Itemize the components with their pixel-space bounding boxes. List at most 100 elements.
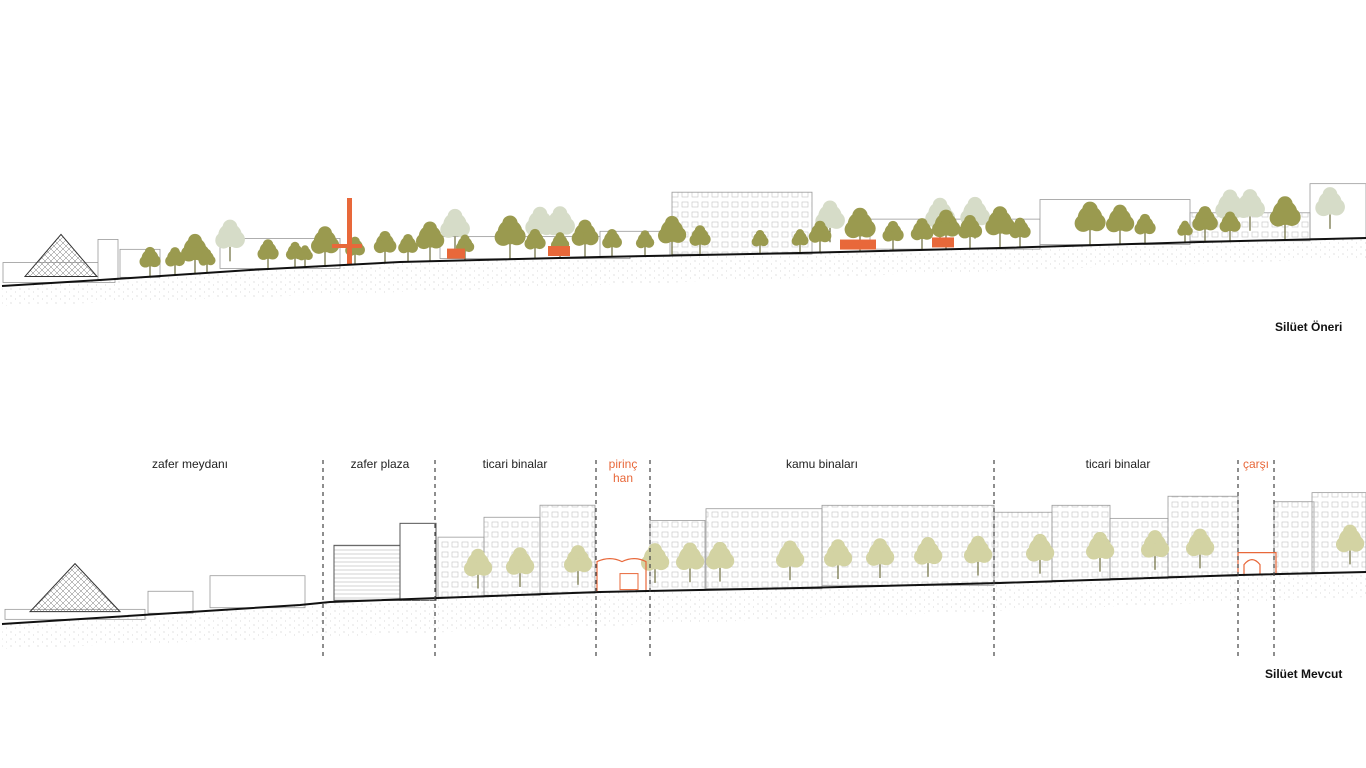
current-tree	[641, 543, 670, 583]
tree-crown	[916, 218, 928, 230]
tree-crown	[831, 539, 845, 554]
tree-crown	[698, 233, 711, 246]
proposal-tree	[398, 233, 418, 262]
current-tree	[1026, 533, 1055, 574]
tree-crown	[926, 547, 943, 565]
current-tree	[964, 535, 993, 576]
tree-crown	[1277, 196, 1293, 212]
tree-crown	[188, 233, 202, 248]
tree-crown	[824, 551, 840, 567]
tree-crown	[836, 550, 853, 567]
proposal-tree	[808, 220, 832, 253]
zone-label: zafer plaza	[350, 457, 410, 471]
current-tree	[776, 540, 805, 581]
tree-crown	[1038, 544, 1055, 561]
tree-crown	[958, 225, 972, 239]
tree-crown	[552, 206, 568, 221]
tree-crown	[297, 251, 306, 261]
building-body	[209, 575, 306, 609]
tree-crown	[828, 211, 845, 229]
current-plaza-tower	[333, 522, 437, 601]
zone-label: ticari binalar	[1085, 457, 1151, 471]
proposal-tree	[1192, 206, 1218, 242]
tree-crown	[857, 219, 876, 238]
tree-crown	[558, 217, 575, 235]
carsi-arches	[1237, 552, 1277, 575]
tree-crown	[939, 209, 953, 224]
tree-crown	[985, 218, 1002, 236]
proposal-background-tree	[440, 208, 470, 251]
current-tree	[676, 542, 705, 583]
tree-crown	[758, 236, 769, 247]
tree-crown	[398, 242, 410, 254]
current-tree	[1336, 524, 1365, 565]
current-tree	[866, 538, 895, 578]
building-body	[97, 239, 119, 280]
tree-crown	[301, 245, 309, 253]
tree-crown	[882, 229, 895, 242]
proposal-accent-tower-arm	[332, 244, 362, 248]
tree-crown	[416, 233, 432, 250]
current-section	[1, 460, 1366, 660]
tree-crown	[1153, 540, 1170, 558]
tree-crown	[494, 228, 512, 246]
tree-crown	[1269, 209, 1287, 227]
tree-crown	[215, 232, 232, 249]
tree-crown	[688, 553, 705, 570]
tree-crown	[852, 207, 868, 224]
tree-crown	[513, 547, 527, 562]
tree-crown	[524, 237, 537, 250]
tree-crown	[181, 245, 197, 262]
tree-crown	[658, 227, 674, 244]
tree-crown	[144, 246, 156, 258]
proposal-tree	[1134, 213, 1156, 244]
tree-crown	[1113, 204, 1127, 219]
proposal-tree	[882, 220, 904, 251]
building-body	[147, 590, 194, 614]
plaza-tower	[399, 522, 437, 601]
tree-crown	[798, 235, 809, 246]
tree-crown	[311, 238, 327, 254]
proposal-ground-line	[1, 237, 1366, 287]
tree-crown	[921, 537, 935, 551]
tree-crown	[564, 556, 580, 573]
current-pirinc-han	[596, 558, 647, 592]
building-body	[821, 504, 995, 586]
tree-crown	[844, 220, 862, 239]
current-accent-structures	[596, 552, 1277, 592]
current-building	[1273, 501, 1315, 575]
tree-crown	[1026, 545, 1042, 562]
current-low-building	[147, 590, 194, 614]
tree-crown	[814, 220, 826, 232]
zone-label: ticari binalar	[482, 457, 548, 471]
tree-crown	[648, 543, 662, 558]
tree-crown	[148, 255, 161, 268]
tree-crown	[665, 215, 679, 230]
proposal-section	[1, 183, 1366, 306]
tree-crown	[932, 221, 948, 238]
tree-crown	[706, 553, 722, 570]
tree-crown	[1193, 528, 1207, 543]
proposal-accent-pavilion	[932, 237, 954, 248]
tree-crown	[202, 249, 212, 258]
tree-crown	[1228, 219, 1241, 232]
current-title: Silüet Mevcut	[1265, 667, 1343, 681]
proposal-tree	[910, 218, 934, 250]
tree-crown	[1183, 226, 1193, 236]
proposal-tree	[257, 239, 279, 270]
tree-crown	[228, 231, 245, 248]
zone-label: pirinç han	[608, 457, 638, 485]
proposal-tree	[139, 246, 161, 277]
building-body	[539, 504, 596, 594]
proposal-tree	[524, 228, 546, 259]
tree-crown	[303, 251, 313, 261]
current-tree	[914, 537, 943, 577]
proposal-tree	[1269, 196, 1301, 240]
tree-crown	[976, 546, 993, 563]
proposal-tree	[1177, 220, 1193, 243]
tree-crown	[533, 236, 546, 250]
tree-crown	[755, 229, 765, 239]
proposal-tree	[751, 229, 769, 254]
tree-crown	[1235, 201, 1252, 219]
